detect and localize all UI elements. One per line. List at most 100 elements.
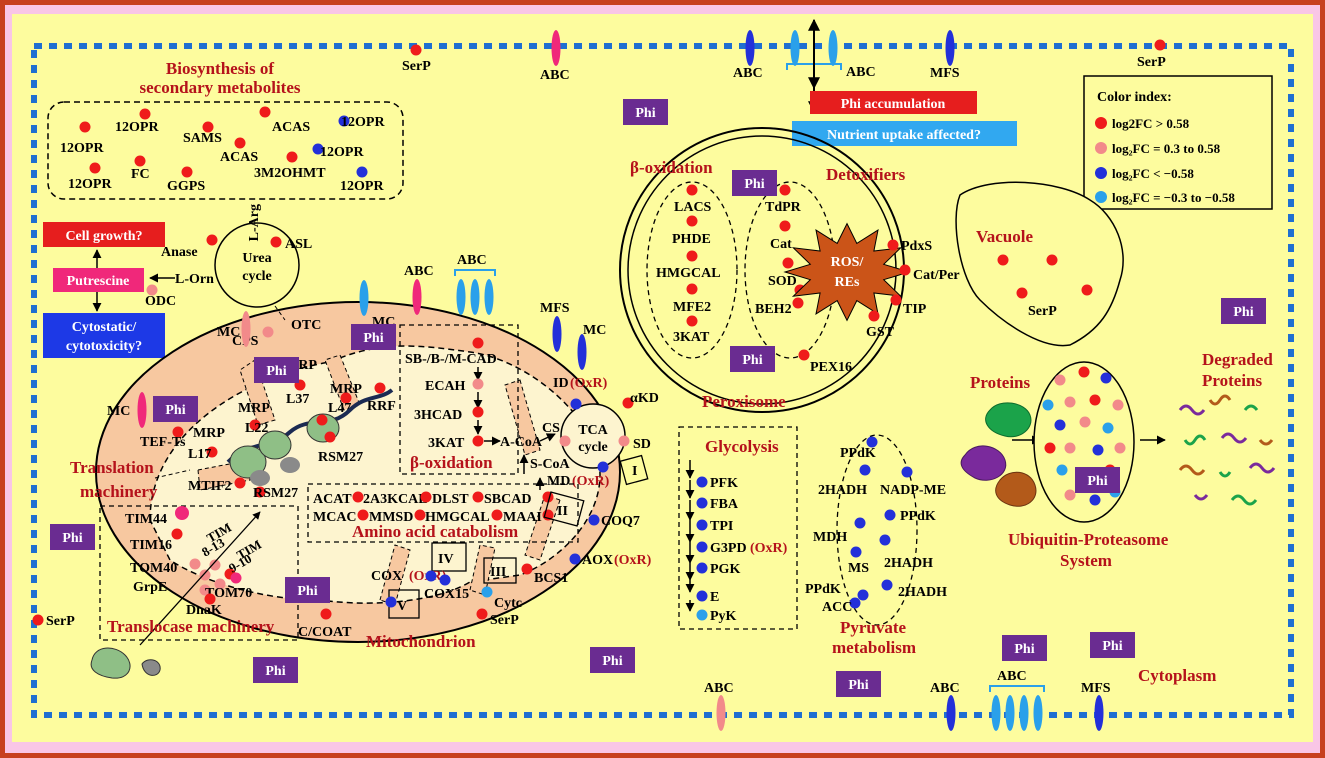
dot-blue xyxy=(696,562,708,574)
label-tef-ts: TEF-Ts xyxy=(140,435,186,450)
dot-red xyxy=(139,108,151,120)
complex-v-label: V xyxy=(397,599,407,614)
dot-red xyxy=(181,166,193,178)
phi-label: Phi xyxy=(62,531,82,546)
complex-iii-label: III xyxy=(490,565,506,580)
dot-blue xyxy=(857,589,869,601)
label-l37: L37 xyxy=(286,392,309,407)
dot-red xyxy=(890,294,902,306)
label-serp-top: SerP xyxy=(402,59,431,74)
dot-blue xyxy=(588,514,600,526)
dot-blue xyxy=(696,497,708,509)
label-coq7: COQ7 xyxy=(601,514,640,529)
phi-label: Phi xyxy=(848,678,868,693)
urea-cycle-label-1: Urea xyxy=(242,251,271,266)
label-mc-2: MC xyxy=(583,323,606,338)
complex-iii-box xyxy=(483,557,517,584)
proteasome-dot xyxy=(1112,399,1124,411)
dot-red xyxy=(1016,287,1028,299)
dot-pink xyxy=(189,558,201,570)
phi-box xyxy=(623,99,668,125)
phi-box xyxy=(730,346,775,372)
phi-label: Phi xyxy=(266,364,286,379)
dot-red xyxy=(686,283,698,295)
label-hmgcal-perox: HMGCAL xyxy=(656,266,721,281)
dot-pink xyxy=(146,284,158,296)
dot-red xyxy=(472,435,484,447)
cell-growth-label: Cell growth? xyxy=(65,229,142,244)
complex-i-box xyxy=(619,454,649,486)
label-sod: SOD xyxy=(768,274,797,289)
protein-green-blob xyxy=(985,402,1032,438)
label-12opr-2: 12OPR xyxy=(115,120,159,135)
dot-red xyxy=(686,250,698,262)
dot-blue xyxy=(696,590,708,602)
label-mrp-2: MRP xyxy=(330,382,362,397)
legend-label-lightblue: log₂FC = −0.3 to −0.58 xyxy=(1112,190,1235,205)
protein-gray xyxy=(141,659,161,676)
peroxisome-beta-ellipse xyxy=(646,181,738,359)
label-mc-3: MC xyxy=(217,325,240,340)
cristae-group xyxy=(149,345,601,606)
dot-red xyxy=(32,614,44,626)
dot-blue xyxy=(356,166,368,178)
label-acoa: A-CoA xyxy=(500,435,543,450)
cytostatic-label-2: cytotoxicity? xyxy=(66,339,142,354)
dot-lightblue xyxy=(481,586,493,598)
complex-ii-box xyxy=(543,491,585,527)
label-serp-mito: SerP xyxy=(490,613,519,628)
label-scoa: S-CoA xyxy=(530,457,571,472)
dot-red xyxy=(414,509,426,521)
pyruvate-title-2: metabolism xyxy=(832,638,916,657)
abc-bracket-mito xyxy=(454,269,496,276)
peptide-fragment xyxy=(1218,471,1232,478)
dot-red xyxy=(320,608,332,620)
vacuole xyxy=(955,181,1124,347)
label-abc-bottom2: ABC xyxy=(930,681,960,696)
dot-red xyxy=(1046,254,1058,266)
dot-pink xyxy=(472,378,484,390)
dot-red xyxy=(134,155,146,167)
dot-red xyxy=(270,236,282,248)
label-3hcad: 3HCAD xyxy=(414,408,462,423)
proteasome-dot xyxy=(1100,372,1112,384)
label-acc: ACC xyxy=(822,600,852,615)
dot-blue xyxy=(439,574,451,586)
dot-blue xyxy=(569,553,581,565)
label-l22: L22 xyxy=(245,421,268,436)
dot-red xyxy=(374,382,386,394)
dot-red xyxy=(316,414,328,426)
biosynthesis-title-line2: secondary metabolites xyxy=(139,78,300,97)
dot-red xyxy=(352,491,364,503)
label-tpi: TPI xyxy=(710,519,733,534)
crista-3 xyxy=(324,354,361,411)
dot-blue xyxy=(859,464,871,476)
label-sd: SD xyxy=(633,437,651,452)
dot-pink xyxy=(262,326,274,338)
phi-label: Phi xyxy=(1102,639,1122,654)
dot-blue xyxy=(854,517,866,529)
ups-title-2: System xyxy=(1060,551,1112,570)
transporter-abc-mito-lb2 xyxy=(470,279,480,315)
label-mmsd: MMSD xyxy=(369,510,413,525)
dot-blue xyxy=(696,541,708,553)
label-sbcad: SBCAD xyxy=(484,492,531,507)
dot-red xyxy=(779,184,791,196)
label-lacs: LACS xyxy=(674,200,712,215)
cytostatic-box xyxy=(43,313,165,358)
label-2hadh-1: 2HADH xyxy=(818,483,867,498)
transporter-mfs-top xyxy=(945,30,955,66)
dot-red xyxy=(782,257,794,269)
transporter-abc-mito-lb1 xyxy=(456,279,466,315)
pyruvate-title-1: Pyruvate xyxy=(840,618,907,637)
label-serp-vacuole: SerP xyxy=(1028,304,1057,319)
label-grpe: GrpE xyxy=(133,580,167,595)
proteasome-dot xyxy=(1064,396,1076,408)
label-l17: L17 xyxy=(188,447,211,462)
ribosome-small-2 xyxy=(280,457,300,473)
translation-title-1: Translation xyxy=(70,458,154,477)
ros-star xyxy=(783,222,911,322)
transporter-abc-bottom-pink xyxy=(716,695,726,731)
dot-blue xyxy=(866,436,878,448)
dot-red xyxy=(204,593,216,605)
